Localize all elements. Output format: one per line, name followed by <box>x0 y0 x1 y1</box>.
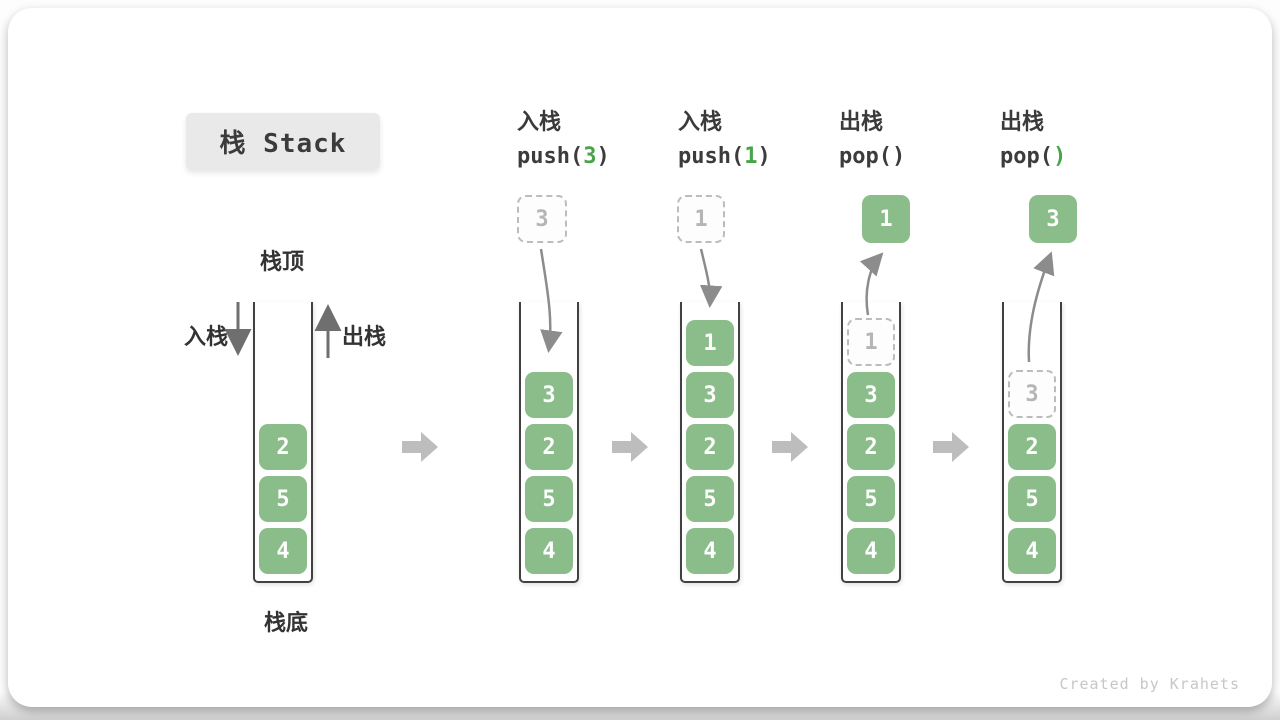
stack-block: 1 <box>686 320 734 366</box>
stack-block: 2 <box>847 424 895 470</box>
op-arg: 3 <box>583 144 597 169</box>
removed-slot: 3 <box>1008 370 1056 418</box>
stack-block: 2 <box>1008 424 1056 470</box>
header-push-3: 入栈 push(3) <box>517 104 677 169</box>
next-step-arrow-icon <box>772 432 808 462</box>
stack-block: 4 <box>525 528 573 574</box>
stack-block: 4 <box>686 528 734 574</box>
popped-value-box: 1 <box>862 195 910 243</box>
stack-block: 5 <box>847 476 895 522</box>
diagram-title: 栈 Stack <box>186 113 380 170</box>
stack-block: 5 <box>1008 476 1056 522</box>
stack-bottom-label: 栈底 <box>264 610 309 635</box>
stack-block: 4 <box>1008 528 1056 574</box>
stack-block: 5 <box>259 476 307 522</box>
op-label: 出栈 <box>1000 109 1045 134</box>
op-arg: ) <box>1052 144 1067 169</box>
header-pop-first: 出栈 pop() <box>839 104 999 169</box>
stack-block: 4 <box>259 528 307 574</box>
pop-side-label: 出栈 <box>342 324 387 349</box>
op-code: pop() <box>839 144 906 169</box>
pushed-value-box: 1 <box>677 195 725 243</box>
op-label: 出栈 <box>839 109 884 134</box>
pushed-value-box: 3 <box>517 195 567 243</box>
watermark: Created by Krahets <box>1059 675 1240 693</box>
op-code: push(1) <box>678 144 771 169</box>
stack-block: 2 <box>259 424 307 470</box>
op-code: push(3) <box>517 144 610 169</box>
header-pop-second: 出栈 pop() <box>1000 104 1160 169</box>
stack-block: 3 <box>525 372 573 418</box>
next-step-arrow-icon <box>612 432 648 462</box>
stack-block: 2 <box>686 424 734 470</box>
op-code: pop() <box>1000 144 1067 169</box>
op-arg: 1 <box>744 144 758 169</box>
header-push-1: 入栈 push(1) <box>678 104 838 169</box>
op-label: 入栈 <box>678 109 723 134</box>
op-label: 入栈 <box>517 109 562 134</box>
stack-top-label: 栈顶 <box>260 249 305 274</box>
stack-block: 3 <box>686 372 734 418</box>
popped-value-box: 3 <box>1029 195 1077 243</box>
removed-slot: 1 <box>847 318 895 366</box>
stack-block: 5 <box>525 476 573 522</box>
next-step-arrow-icon <box>933 432 969 462</box>
stack-block: 3 <box>847 372 895 418</box>
stack-block: 2 <box>525 424 573 470</box>
next-step-arrow-icon <box>402 432 438 462</box>
push-side-label: 入栈 <box>183 324 228 349</box>
stack-block: 4 <box>847 528 895 574</box>
stack-block: 5 <box>686 476 734 522</box>
